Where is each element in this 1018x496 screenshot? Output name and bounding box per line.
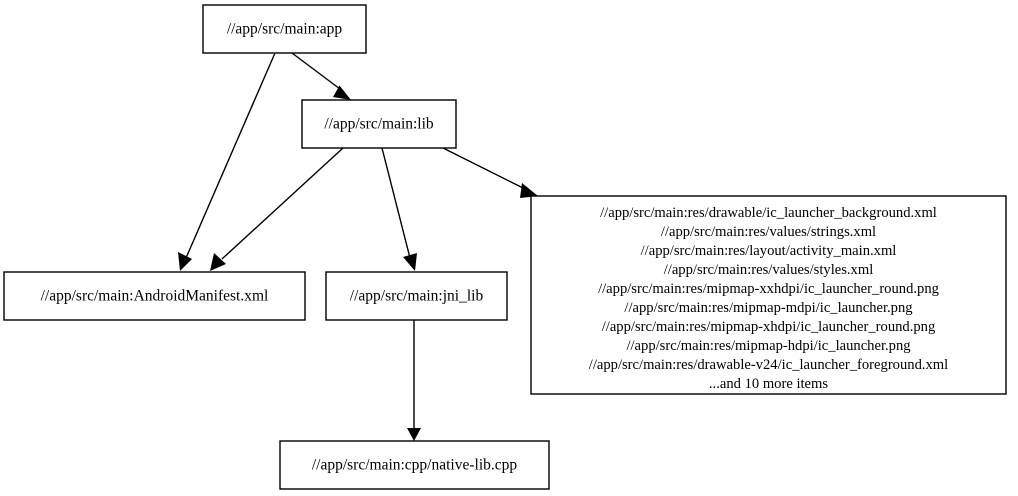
node-android-manifest[interactable]: //app/src/main:AndroidManifest.xml: [3, 271, 306, 321]
res-cluster-line-9: //app/src/main:res/drawable-v24/ic_launc…: [589, 357, 948, 373]
edge-jni-lib-to-native-lib: [407, 320, 421, 441]
res-cluster-line-1: //app/src/main:res/drawable/ic_launcher_…: [600, 205, 937, 221]
res-cluster-line-6: //app/src/main:res/mipmap-mdpi/ic_launch…: [624, 300, 913, 316]
node-res-cluster[interactable]: //app/src/main:res/drawable/ic_launcher_…: [530, 195, 1007, 395]
node-jni-lib[interactable]: //app/src/main:jni_lib: [325, 271, 508, 321]
node-jni-lib-label: //app/src/main:jni_lib: [350, 288, 484, 305]
res-cluster-line-7: //app/src/main:res/mipmap-xhdpi/ic_launc…: [602, 319, 936, 335]
edge-lib-to-manifest: [210, 147, 344, 271]
node-native-lib-cpp-label: //app/src/main:cpp/native-lib.cpp: [312, 457, 518, 474]
edge-app-to-lib: [291, 52, 351, 100]
edge-lib-to-res-cluster: [442, 147, 538, 198]
node-app[interactable]: //app/src/main:app: [202, 4, 367, 54]
res-cluster-more-items-label: ...and 10 more items: [709, 376, 828, 392]
node-android-manifest-label: //app/src/main:AndroidManifest.xml: [41, 288, 269, 305]
node-app-label: //app/src/main:app: [227, 21, 343, 38]
res-cluster-line-3: //app/src/main:res/layout/activity_main.…: [641, 243, 897, 259]
edge-app-to-manifest: [178, 52, 276, 271]
edge-lib-to-jni-lib: [381, 147, 417, 271]
res-cluster-line-5: //app/src/main:res/mipmap-xxhdpi/ic_laun…: [598, 281, 940, 297]
node-lib[interactable]: //app/src/main:lib: [301, 99, 457, 149]
res-cluster-line-8: //app/src/main:res/mipmap-hdpi/ic_launch…: [626, 338, 911, 354]
node-native-lib-cpp[interactable]: //app/src/main:cpp/native-lib.cpp: [279, 440, 550, 490]
node-lib-label: //app/src/main:lib: [324, 116, 434, 133]
res-cluster-line-4: //app/src/main:res/values/styles.xml: [664, 262, 874, 278]
res-cluster-line-2: //app/src/main:res/values/strings.xml: [661, 224, 876, 240]
